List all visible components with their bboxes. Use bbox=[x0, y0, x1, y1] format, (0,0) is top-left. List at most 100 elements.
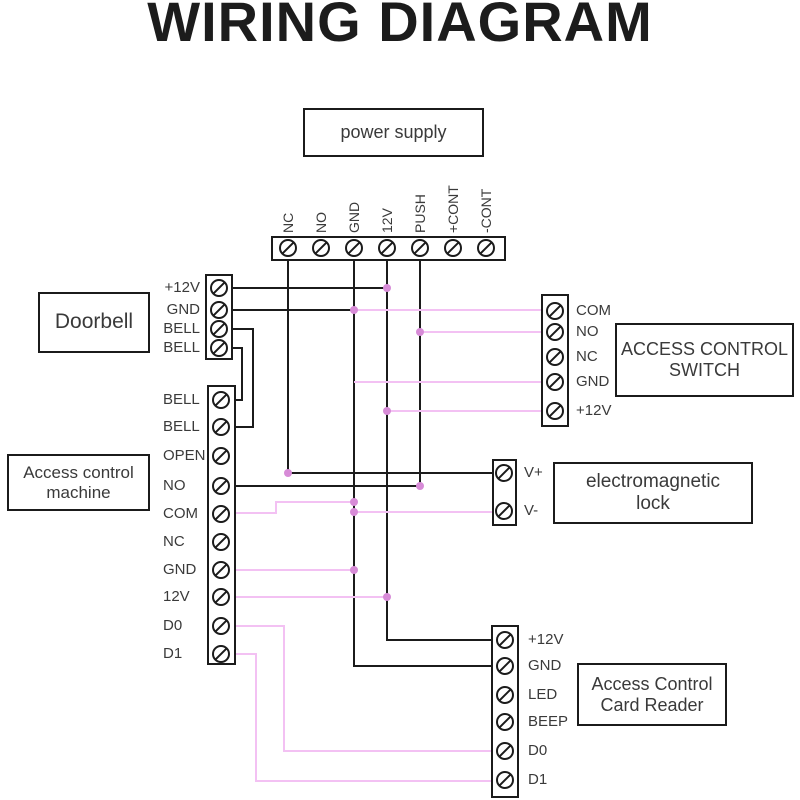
lock-terminal-label-vminus: V- bbox=[524, 502, 539, 519]
screw-terminal-icon bbox=[212, 477, 230, 495]
card-reader-box: Access Control Card Reader bbox=[577, 663, 727, 726]
switch-terminal-label-no: NO bbox=[576, 323, 599, 340]
screw-terminal-icon bbox=[210, 301, 228, 319]
screw-terminal-icon bbox=[411, 239, 429, 257]
ps-terminal-label-nc: NC bbox=[280, 212, 296, 233]
doorbell-terminal-label-bell2: BELL bbox=[163, 339, 200, 356]
machine-terminal-label-bell1: BELL bbox=[163, 391, 200, 408]
screw-terminal-icon bbox=[496, 657, 514, 675]
electromagnetic-lock-box: electromagnetic lock bbox=[553, 462, 753, 524]
junction-dot bbox=[350, 566, 358, 574]
doorbell-box: Doorbell bbox=[38, 292, 150, 353]
power-supply-box: power supply bbox=[303, 108, 484, 157]
screw-terminal-icon bbox=[212, 588, 230, 606]
screw-terminal-icon bbox=[212, 447, 230, 465]
screw-terminal-icon bbox=[345, 239, 363, 257]
switch-terminal-label-gnd: GND bbox=[576, 373, 610, 390]
screw-terminal-icon bbox=[546, 402, 564, 420]
screw-terminal-icon bbox=[546, 373, 564, 391]
doorbell-terminal-label-gnd: GND bbox=[166, 301, 200, 318]
machine-terminal-label-open: OPEN bbox=[163, 447, 206, 464]
junction-dot bbox=[350, 306, 358, 314]
reader-terminal-label-beep: BEEP bbox=[528, 713, 569, 730]
card-reader-label-line2: Card Reader bbox=[600, 694, 704, 715]
access-control-machine-box: Access control machine bbox=[7, 454, 150, 511]
screw-terminal-icon bbox=[312, 239, 330, 257]
junction-dot bbox=[416, 328, 424, 336]
screw-terminal-icon bbox=[212, 645, 230, 663]
lock-label-line1: electromagnetic bbox=[585, 471, 721, 493]
switch-terminal-label-com: COM bbox=[576, 302, 611, 319]
lock-label-line2: lock bbox=[636, 493, 670, 514]
card-reader-label-line1: Access Control bbox=[591, 673, 713, 694]
screw-terminal-icon bbox=[279, 239, 297, 257]
screw-terminal-icon bbox=[212, 391, 230, 409]
switch-label-line1: ACCESS CONTROL bbox=[620, 339, 789, 360]
doorbell-label: Doorbell bbox=[54, 310, 134, 334]
wire-machine-com-to-gnd bbox=[235, 501, 354, 514]
reader-terminal-label-d0: D0 bbox=[528, 742, 548, 759]
machine-label-line1: Access control bbox=[23, 462, 134, 482]
machine-label-line2: machine bbox=[46, 482, 111, 502]
reader-terminal-label-d1: D1 bbox=[528, 771, 548, 788]
machine-terminal-label-no: NO bbox=[163, 477, 186, 494]
reader-terminal-label-led: LED bbox=[528, 686, 558, 703]
junction-dot bbox=[383, 593, 391, 601]
screw-terminal-icon bbox=[477, 239, 495, 257]
ps-terminal-label-no: NO bbox=[313, 212, 329, 233]
switch-label-line2: SWITCH bbox=[669, 360, 740, 380]
screw-terminal-icon bbox=[546, 348, 564, 366]
wire-ps-gnd-down-to-reader-gnd bbox=[353, 260, 492, 667]
machine-terminal-label-nc: NC bbox=[163, 533, 185, 550]
switch-terminal-label-nc: NC bbox=[576, 348, 598, 365]
wire-doorbell-bell1-to-machine-bell2 bbox=[232, 328, 254, 428]
wire-machine-d1-to-reader-d1 bbox=[235, 653, 492, 782]
machine-terminal-label-gnd: GND bbox=[163, 561, 197, 578]
screw-terminal-icon bbox=[546, 323, 564, 341]
ps-terminal-label-gnd: GND bbox=[346, 201, 362, 233]
screw-terminal-icon bbox=[496, 742, 514, 760]
power-supply-label: power supply bbox=[340, 122, 447, 143]
reader-terminal-label-12v: +12V bbox=[528, 631, 564, 648]
ps-terminal-label-minuscont: -CONT bbox=[478, 188, 494, 233]
screw-terminal-icon bbox=[496, 631, 514, 649]
lock-terminal-label-vplus: V+ bbox=[524, 464, 543, 481]
machine-terminal-label-com: COM bbox=[163, 505, 198, 522]
ps-terminal-label-12v: 12V bbox=[379, 208, 395, 233]
screw-terminal-icon bbox=[495, 502, 513, 520]
doorbell-terminal-label-12v: +12V bbox=[164, 279, 200, 296]
screw-terminal-icon bbox=[212, 617, 230, 635]
junction-dot bbox=[350, 498, 358, 506]
screw-terminal-icon bbox=[210, 339, 228, 357]
screw-terminal-icon bbox=[210, 279, 228, 297]
ps-terminal-label-push: PUSH bbox=[412, 194, 428, 233]
machine-terminal-label-d0: D0 bbox=[163, 617, 183, 634]
screw-terminal-icon bbox=[495, 464, 513, 482]
machine-terminal-label-12v: 12V bbox=[163, 588, 190, 605]
card-reader-terminal-strip bbox=[491, 625, 519, 798]
wire-doorbell-bell2-to-machine-bell1 bbox=[232, 347, 243, 401]
access-control-switch-box: ACCESS CONTROL SWITCH bbox=[615, 323, 794, 397]
screw-terminal-icon bbox=[496, 771, 514, 789]
junction-dot bbox=[383, 284, 391, 292]
ps-terminal-label-pluscont: +CONT bbox=[445, 185, 461, 233]
reader-terminal-label-gnd: GND bbox=[528, 657, 562, 674]
screw-terminal-icon bbox=[212, 418, 230, 436]
screw-terminal-icon bbox=[444, 239, 462, 257]
machine-terminal-label-bell2: BELL bbox=[163, 418, 200, 435]
switch-terminal-label-12v: +12V bbox=[576, 402, 612, 419]
junction-dot bbox=[284, 469, 292, 477]
screw-terminal-icon bbox=[212, 533, 230, 551]
screw-terminal-icon bbox=[546, 302, 564, 320]
screw-terminal-icon bbox=[212, 561, 230, 579]
doorbell-terminal-label-bell1: BELL bbox=[163, 320, 200, 337]
screw-terminal-icon bbox=[210, 320, 228, 338]
screw-terminal-icon bbox=[212, 505, 230, 523]
machine-terminal-label-d1: D1 bbox=[163, 645, 183, 662]
junction-dot bbox=[416, 482, 424, 490]
screw-terminal-icon bbox=[378, 239, 396, 257]
diagram-title: WIRING DIAGRAM bbox=[147, 0, 653, 53]
junction-dot bbox=[383, 407, 391, 415]
